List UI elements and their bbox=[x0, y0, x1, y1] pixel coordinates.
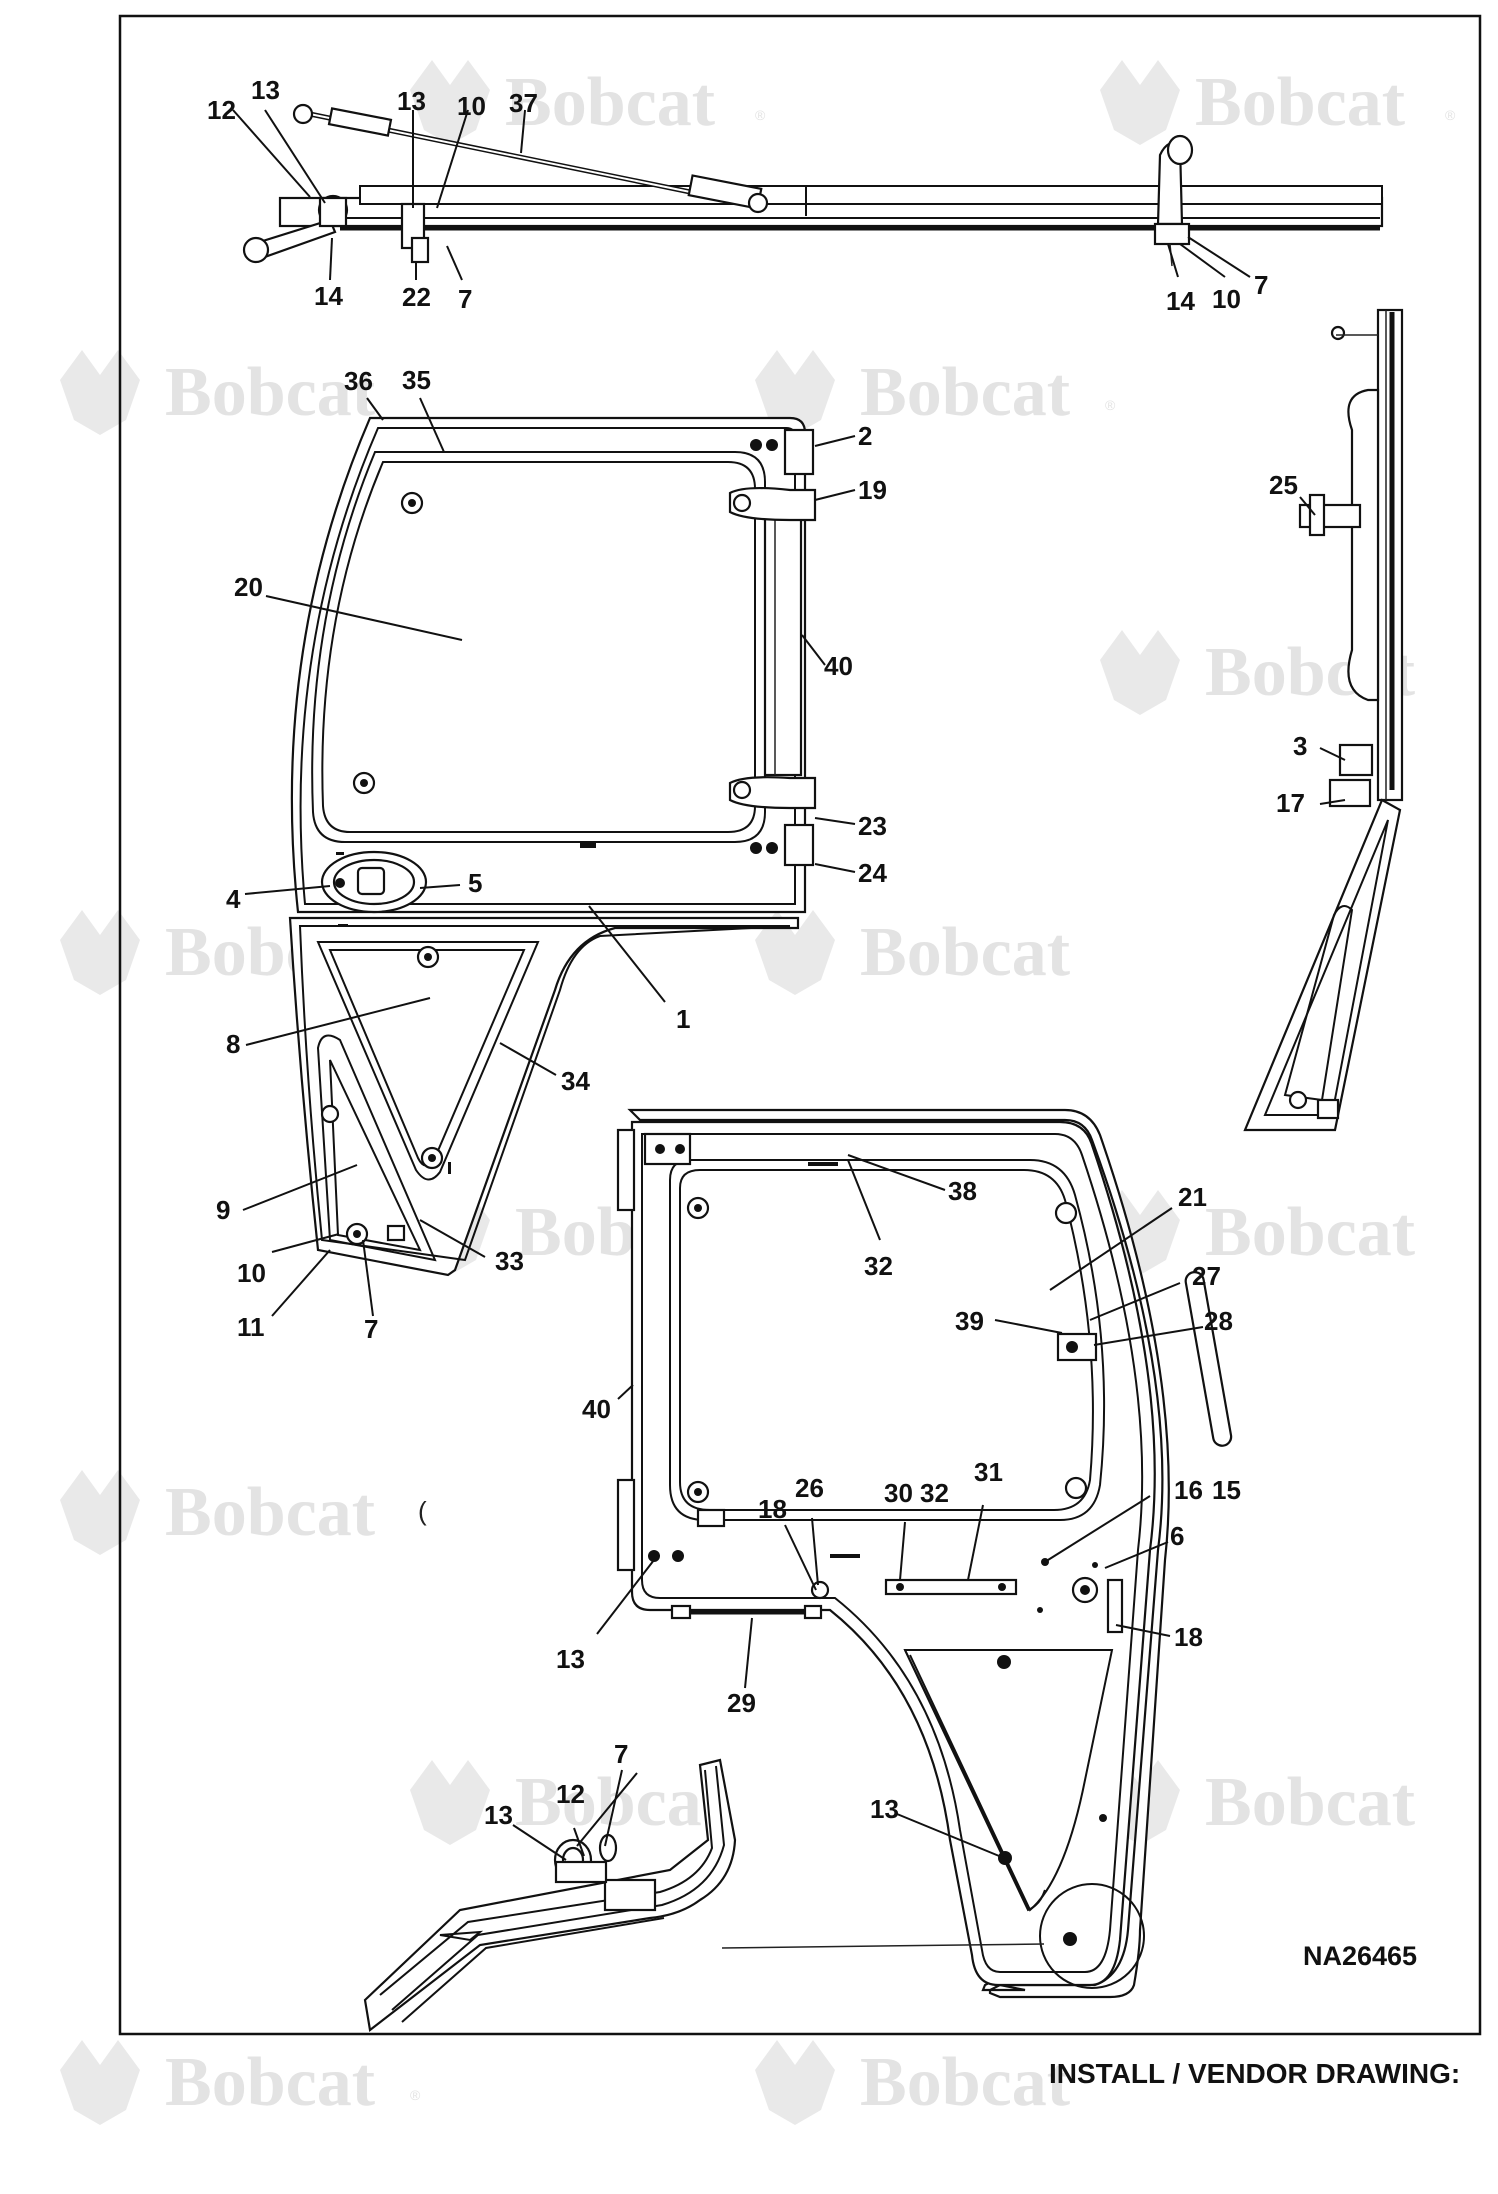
callout-17: 17 bbox=[1276, 788, 1305, 818]
watermark-text: Bobcat bbox=[165, 354, 375, 431]
callout-35: 35 bbox=[402, 365, 431, 395]
callout-15: 15 bbox=[1212, 1475, 1241, 1505]
watermark-layer: Bobcat ® Bobcat ® Bobcat Bobcat ® Bobcat… bbox=[60, 60, 1456, 2125]
callout-28: 28 bbox=[1204, 1306, 1233, 1336]
callout-11: 11 bbox=[237, 1312, 265, 1342]
callout-10: 10 bbox=[457, 91, 486, 121]
detail-circle bbox=[1039, 1883, 1145, 1989]
bobcat-logo-icon bbox=[1100, 60, 1180, 145]
watermark-text: Bobcat bbox=[165, 2044, 375, 2121]
callout-2: 2 bbox=[858, 421, 872, 451]
callout-19: 19 bbox=[858, 475, 887, 505]
callout-34: 34 bbox=[561, 1066, 590, 1096]
bobcat-logo-icon bbox=[60, 1470, 140, 1555]
callout-9: 9 bbox=[216, 1195, 230, 1225]
side-view-assembly bbox=[1243, 308, 1404, 1132]
watermark-text: Bobcat bbox=[1205, 1764, 1415, 1841]
bobcat-logo-icon bbox=[60, 350, 140, 435]
inner-door-view bbox=[616, 1108, 1233, 1999]
footer-label: INSTALL / VENDOR DRAWING: bbox=[1049, 2058, 1460, 2089]
callout-12: 12 bbox=[207, 95, 236, 125]
watermark-text: Bobcat bbox=[860, 354, 1070, 431]
callout-32: 32 bbox=[920, 1478, 949, 1508]
watermark-text: Bobcat bbox=[1195, 64, 1405, 141]
callout-18: 18 bbox=[758, 1494, 787, 1524]
callout-26: 26 bbox=[795, 1473, 824, 1503]
watermark-text: Bobcat bbox=[860, 914, 1070, 991]
callout-13: 13 bbox=[556, 1644, 585, 1674]
callout-25: 25 bbox=[1269, 470, 1298, 500]
bobcat-logo-icon bbox=[755, 2040, 835, 2125]
callout-39: 39 bbox=[955, 1306, 984, 1336]
top-view-assembly bbox=[242, 103, 1384, 267]
bobcat-logo-icon bbox=[755, 910, 835, 995]
callout-18: 18 bbox=[1174, 1622, 1203, 1652]
callout-7: 7 bbox=[364, 1314, 378, 1344]
callout-36: 36 bbox=[344, 366, 373, 396]
bobcat-logo-icon bbox=[410, 1760, 490, 1845]
callout-labels: 13 12 13 10 37 14 22 7 14 10 7 36 35 2 1… bbox=[207, 75, 1307, 1830]
callout-10: 10 bbox=[1212, 284, 1241, 314]
callout-5: 5 bbox=[468, 868, 482, 898]
callout-13: 13 bbox=[397, 86, 426, 116]
callout-30: 30 bbox=[884, 1478, 913, 1508]
leader-lines bbox=[232, 109, 1346, 1861]
watermark-text: Bobcat bbox=[165, 1474, 375, 1551]
callout-12: 12 bbox=[556, 1779, 585, 1809]
svg-text:®: ® bbox=[1105, 397, 1116, 413]
callout-22: 22 bbox=[402, 282, 431, 312]
callout-4: 4 bbox=[226, 884, 241, 914]
callout-20: 20 bbox=[234, 572, 263, 602]
bobcat-logo-icon bbox=[1100, 630, 1180, 715]
lower-door-panel bbox=[288, 916, 800, 1277]
callout-38: 38 bbox=[948, 1176, 977, 1206]
svg-text:®: ® bbox=[755, 107, 766, 123]
callout-29: 29 bbox=[727, 1688, 756, 1718]
callout-8: 8 bbox=[226, 1029, 240, 1059]
watermark-text: Bobcat bbox=[1205, 1194, 1415, 1271]
callout-6: 6 bbox=[1170, 1521, 1184, 1551]
callout-40: 40 bbox=[582, 1394, 611, 1424]
bobcat-logo-icon bbox=[60, 910, 140, 995]
callout-33: 33 bbox=[495, 1246, 524, 1276]
callout-7: 7 bbox=[1254, 270, 1268, 300]
callout-7: 7 bbox=[614, 1739, 628, 1769]
watermark-text: Bobcat bbox=[505, 64, 715, 141]
callout-13: 13 bbox=[484, 1800, 513, 1830]
callout-7: 7 bbox=[458, 284, 472, 314]
watermark-text: Bobcat bbox=[860, 2044, 1070, 2121]
callout-32: 32 bbox=[864, 1251, 893, 1281]
callout-13: 13 bbox=[870, 1794, 899, 1824]
callout-14: 14 bbox=[314, 281, 343, 311]
drawing-number: NA26465 bbox=[1303, 1941, 1417, 1971]
callout-3: 3 bbox=[1293, 731, 1307, 761]
callout-23: 23 bbox=[858, 811, 887, 841]
upper-door-panel bbox=[290, 416, 817, 914]
callout-21: 21 bbox=[1178, 1182, 1207, 1212]
bobcat-logo-icon bbox=[410, 60, 490, 145]
stray-mark: ( bbox=[418, 1496, 427, 1526]
callout-27: 27 bbox=[1192, 1261, 1221, 1291]
bobcat-logo-icon bbox=[60, 2040, 140, 2125]
callout-24: 24 bbox=[858, 858, 887, 888]
callout-40: 40 bbox=[824, 651, 853, 681]
drawing-border bbox=[118, 14, 1482, 2036]
callout-1: 1 bbox=[676, 1004, 690, 1034]
svg-text:®: ® bbox=[410, 2087, 421, 2103]
bobcat-logo-icon bbox=[755, 350, 835, 435]
callout-14: 14 bbox=[1166, 286, 1195, 316]
callout-31: 31 bbox=[974, 1457, 1003, 1487]
detail-view bbox=[363, 1758, 1045, 2032]
callout-10: 10 bbox=[237, 1258, 266, 1288]
callout-13: 13 bbox=[251, 75, 280, 105]
svg-text:®: ® bbox=[1445, 107, 1456, 123]
callout-37: 37 bbox=[509, 88, 538, 118]
callout-16: 16 bbox=[1174, 1475, 1203, 1505]
